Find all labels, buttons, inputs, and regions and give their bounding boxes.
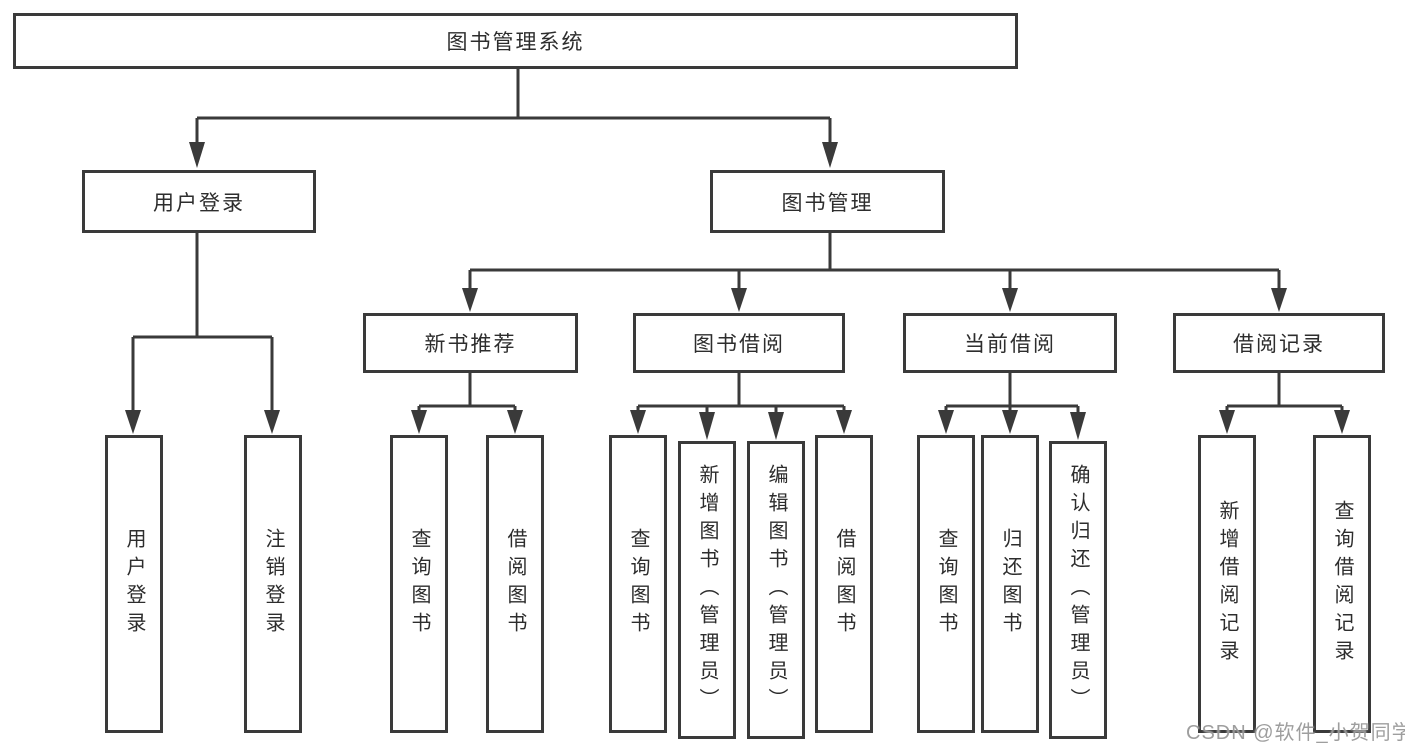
leaf-edit-books-admin: 编辑图书（管理员） xyxy=(747,441,805,739)
node-label: 确认归还（管理员） xyxy=(1067,464,1089,716)
watermark-text: CSDN @软件_小贺同学 xyxy=(1186,722,1405,744)
arrowhead xyxy=(125,410,141,434)
node-book-borrowing: 图书借阅 xyxy=(633,313,845,373)
leaf-query-books-borrowing: 查询图书 xyxy=(609,435,667,733)
leaf-query-books-recommend: 查询图书 xyxy=(390,435,448,733)
node-label: 用户登录 xyxy=(123,528,145,640)
arrowhead xyxy=(189,142,205,168)
arrowhead xyxy=(264,410,280,434)
arrowhead xyxy=(630,410,646,434)
arrowhead xyxy=(1002,410,1018,434)
leaf-query-borrow-record: 查询借阅记录 xyxy=(1313,435,1371,733)
arrowhead xyxy=(699,412,715,440)
connector-user-login-children xyxy=(125,233,280,434)
arrowhead xyxy=(731,288,747,312)
node-label: 查询图书 xyxy=(627,528,649,640)
arrowhead xyxy=(1219,410,1235,434)
node-current-borrowing: 当前借阅 xyxy=(903,313,1117,373)
connector-current-borrowing-children xyxy=(938,373,1086,440)
leaf-user-login: 用户登录 xyxy=(105,435,163,733)
leaf-borrow-books-recommend: 借阅图书 xyxy=(486,435,544,733)
leaf-borrow-books-borrowing: 借阅图书 xyxy=(815,435,873,733)
leaf-query-books-current: 查询图书 xyxy=(917,435,975,733)
arrowhead xyxy=(1070,412,1086,440)
node-label: 注销登录 xyxy=(262,528,284,640)
node-book-management: 图书管理 xyxy=(710,170,945,233)
arrowhead xyxy=(411,410,427,434)
node-label: 借阅图书 xyxy=(833,528,855,640)
node-label: 借阅记录 xyxy=(1233,333,1325,356)
node-label: 图书管理 xyxy=(781,191,874,215)
arrowhead xyxy=(938,410,954,434)
leaf-return-books: 归还图书 xyxy=(981,435,1039,733)
node-label: 当前借阅 xyxy=(964,333,1056,356)
connector-root-to-level2 xyxy=(189,69,838,168)
arrowhead xyxy=(836,410,852,434)
node-label: 新书推荐 xyxy=(424,333,517,356)
node-borrowing-records: 借阅记录 xyxy=(1173,313,1385,373)
arrowhead xyxy=(768,412,784,440)
arrowhead xyxy=(507,410,523,434)
node-user-login: 用户登录 xyxy=(82,170,316,233)
arrowhead xyxy=(1271,288,1287,312)
node-label: 借阅图书 xyxy=(504,528,526,640)
arrowhead xyxy=(1334,410,1350,434)
connector-book-borrowing-children xyxy=(630,373,852,440)
leaf-logout-login: 注销登录 xyxy=(244,435,302,733)
arrowhead xyxy=(1002,288,1018,312)
node-label: 查询图书 xyxy=(935,528,957,640)
arrowhead xyxy=(822,142,838,168)
node-new-book-recommendation: 新书推荐 xyxy=(363,313,578,373)
node-label: 编辑图书（管理员） xyxy=(765,464,787,716)
connector-borrowing-records-children xyxy=(1219,373,1350,434)
node-library-management-system: 图书管理系统 xyxy=(13,13,1018,69)
node-label: 查询借阅记录 xyxy=(1331,500,1353,668)
leaf-add-borrow-record: 新增借阅记录 xyxy=(1198,435,1256,733)
connector-book-management-to-level3 xyxy=(462,233,1287,312)
node-label: 新增图书（管理员） xyxy=(696,464,718,716)
arrowhead xyxy=(462,288,478,312)
node-label: 归还图书 xyxy=(999,528,1021,640)
node-label: 图书管理系统 xyxy=(446,31,585,54)
node-label: 图书借阅 xyxy=(693,333,785,356)
leaf-confirm-return-admin: 确认归还（管理员） xyxy=(1049,441,1107,739)
node-label: 新增借阅记录 xyxy=(1216,500,1238,668)
leaf-add-books-admin: 新增图书（管理员） xyxy=(678,441,736,739)
node-label: 用户登录 xyxy=(153,191,245,215)
connector-new-book-recommendation-children xyxy=(411,373,523,434)
node-label: 查询图书 xyxy=(408,528,430,640)
